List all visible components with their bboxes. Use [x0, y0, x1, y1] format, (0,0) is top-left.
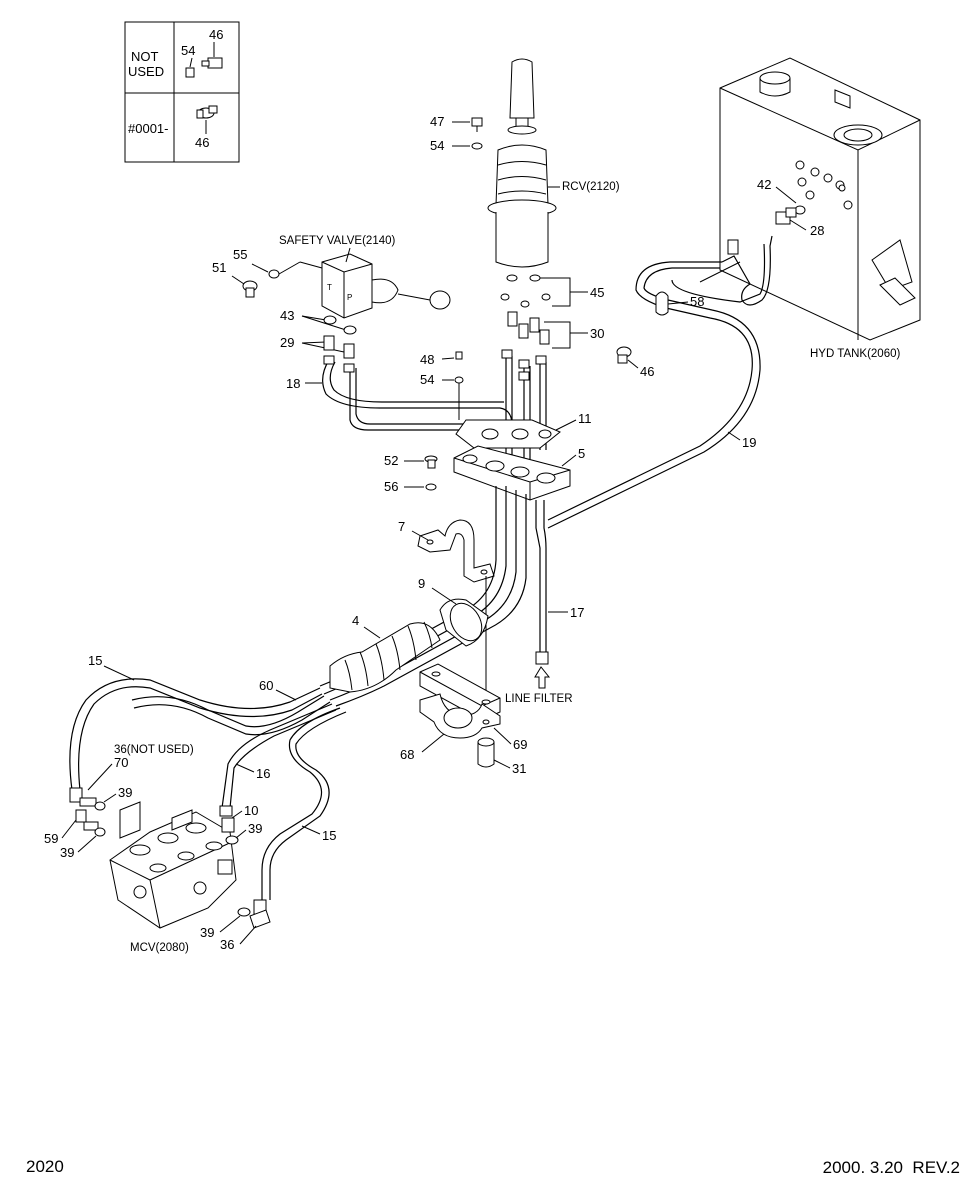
bolt-52-icon — [424, 455, 438, 469]
callout-9: 9 — [418, 576, 425, 591]
callout-15-lower: 15 — [322, 828, 336, 843]
pipe-17 — [535, 500, 549, 665]
clip-58 — [655, 291, 669, 316]
svg-text:P: P — [347, 293, 352, 302]
bracket-8 — [419, 663, 501, 721]
mcv-label: MCV(2080) — [130, 942, 189, 954]
callout-39-c: 39 — [248, 821, 262, 836]
hose-60 — [131, 695, 331, 736]
callout-60: 60 — [259, 678, 273, 693]
callout-54-top: 54 — [430, 138, 444, 153]
mcv-top-fittings — [221, 817, 239, 845]
callout-11: 11 — [578, 411, 592, 426]
spacer-31 — [477, 737, 495, 768]
callout-54-mid: 54 — [420, 372, 434, 387]
callout-48: 48 — [420, 352, 434, 367]
hose-15-lower — [261, 707, 347, 900]
callout-69: 69 — [513, 737, 527, 752]
rcv-label: RCV(2120) — [562, 181, 620, 193]
plate-5 — [453, 445, 571, 501]
callout-52: 52 — [384, 453, 398, 468]
grommet-9 — [439, 598, 489, 647]
callout-45: 45 — [590, 285, 604, 300]
callout-59: 59 — [44, 831, 58, 846]
legend-row2-label: #0001- — [128, 121, 168, 136]
callout-16: 16 — [256, 766, 270, 781]
callout-19: 19 — [742, 435, 756, 450]
legend-part-54: 54 — [181, 43, 195, 58]
not-used-36-label: 36(NOT USED) — [114, 744, 194, 756]
callout-10: 10 — [244, 803, 258, 818]
hose-16 — [219, 703, 337, 817]
callout-47: 47 — [430, 114, 444, 129]
callout-31: 31 — [512, 761, 526, 776]
hyd-tank-label: HYD TANK(2060) — [810, 348, 900, 360]
line-filter-arrow-icon — [534, 666, 551, 689]
callout-17: 17 — [570, 605, 584, 620]
callout-7: 7 — [398, 519, 405, 534]
rcv-port-fittings — [500, 274, 551, 345]
callout-29: 29 — [280, 335, 294, 350]
nut-55-icon — [268, 269, 280, 279]
mcv-valve — [109, 801, 237, 929]
hose-15-upper — [69, 678, 323, 791]
callout-55: 55 — [233, 247, 247, 262]
pilot-pipes — [322, 349, 547, 470]
callout-5: 5 — [578, 446, 585, 461]
legend-bolt-icon — [201, 42, 223, 69]
safety-valve: T P — [299, 253, 451, 319]
tank-fitting-28 — [775, 205, 806, 225]
rcv-joystick — [487, 58, 557, 268]
mcv-bottom-fittings — [237, 899, 271, 929]
callout-58: 58 — [690, 294, 704, 309]
revision-date: 2000. 3.20 REV.2 — [823, 1158, 960, 1177]
legend-part-46-bottom: 46 — [195, 135, 209, 150]
bolt-51-icon — [242, 280, 258, 298]
callout-4: 4 — [352, 613, 359, 628]
callout-42: 42 — [757, 177, 771, 192]
callout-51: 51 — [212, 260, 226, 275]
washer-54-icon — [471, 142, 483, 150]
legend-part-46-top: 46 — [209, 27, 223, 42]
legend-clip-icon — [196, 105, 218, 134]
clamp-68 — [419, 693, 501, 739]
callout-15-upper: 15 — [88, 653, 102, 668]
safety-valve-label: SAFETY VALVE(2140) — [279, 235, 396, 247]
plate-11 — [455, 419, 561, 449]
line-filter-label: LINE FILTER — [505, 693, 573, 705]
bolt-46-icon — [616, 346, 632, 364]
legend-nut-icon — [185, 57, 195, 78]
svg-text:T: T — [327, 283, 332, 292]
washer-56-icon — [425, 483, 437, 491]
callout-39-d: 39 — [200, 925, 214, 940]
page-number: 2020 — [26, 1157, 64, 1176]
callout-43: 43 — [280, 308, 294, 323]
callout-68: 68 — [400, 747, 414, 762]
mcv-left-fittings — [69, 787, 106, 837]
callout-36: 36 — [220, 937, 234, 952]
callout-39-a: 39 — [118, 785, 132, 800]
callout-56: 56 — [384, 479, 398, 494]
pipe-19 — [547, 235, 773, 529]
callout-46: 46 — [640, 364, 654, 379]
spiral-guard-4 — [329, 621, 441, 693]
callout-70: 70 — [114, 755, 128, 770]
callout-30: 30 — [590, 326, 604, 341]
bolt-47-icon — [471, 117, 483, 132]
callout-18: 18 — [286, 376, 300, 391]
callout-28: 28 — [810, 223, 824, 238]
bracket-7 — [417, 519, 495, 583]
callout-39-b: 39 — [60, 845, 74, 860]
